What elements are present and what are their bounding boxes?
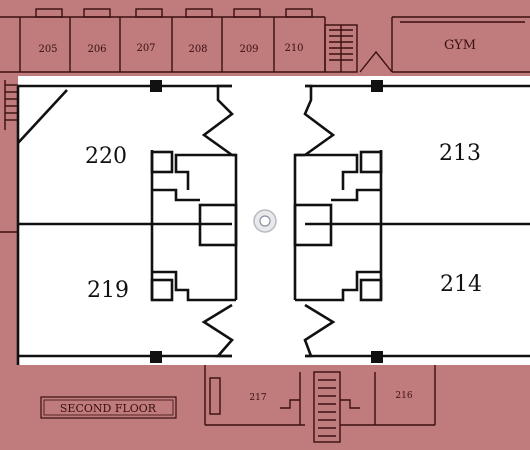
room-213-label: 213	[439, 141, 481, 166]
zoomed-room-labels: 220 213 219 214	[85, 141, 482, 303]
wifi-access-point-icon[interactable]	[253, 209, 277, 233]
room-219-label: 219	[87, 278, 129, 303]
room-209-label: 209	[239, 44, 258, 55]
columns	[150, 80, 383, 363]
room-208-label: 208	[188, 44, 207, 55]
building-outline	[0, 8, 530, 443]
zoomed-walls	[16, 84, 530, 365]
top-room-labels: 205 206 207 208 209 210	[38, 43, 303, 55]
room-207-label: 207	[136, 43, 155, 54]
room-214-label: 214	[440, 272, 482, 297]
room-220-label: 220	[85, 144, 127, 169]
room-205-label: 205	[38, 44, 57, 55]
room-217-label: 217	[249, 393, 266, 403]
floor-label-box: SECOND FLOOR	[40, 396, 177, 419]
room-210-label: 210	[284, 43, 303, 54]
room-206-label: 206	[87, 44, 106, 55]
room-216-label: 216	[395, 391, 412, 401]
floor-label: SECOND FLOOR	[60, 402, 157, 415]
gym-label: GYM	[444, 38, 476, 53]
